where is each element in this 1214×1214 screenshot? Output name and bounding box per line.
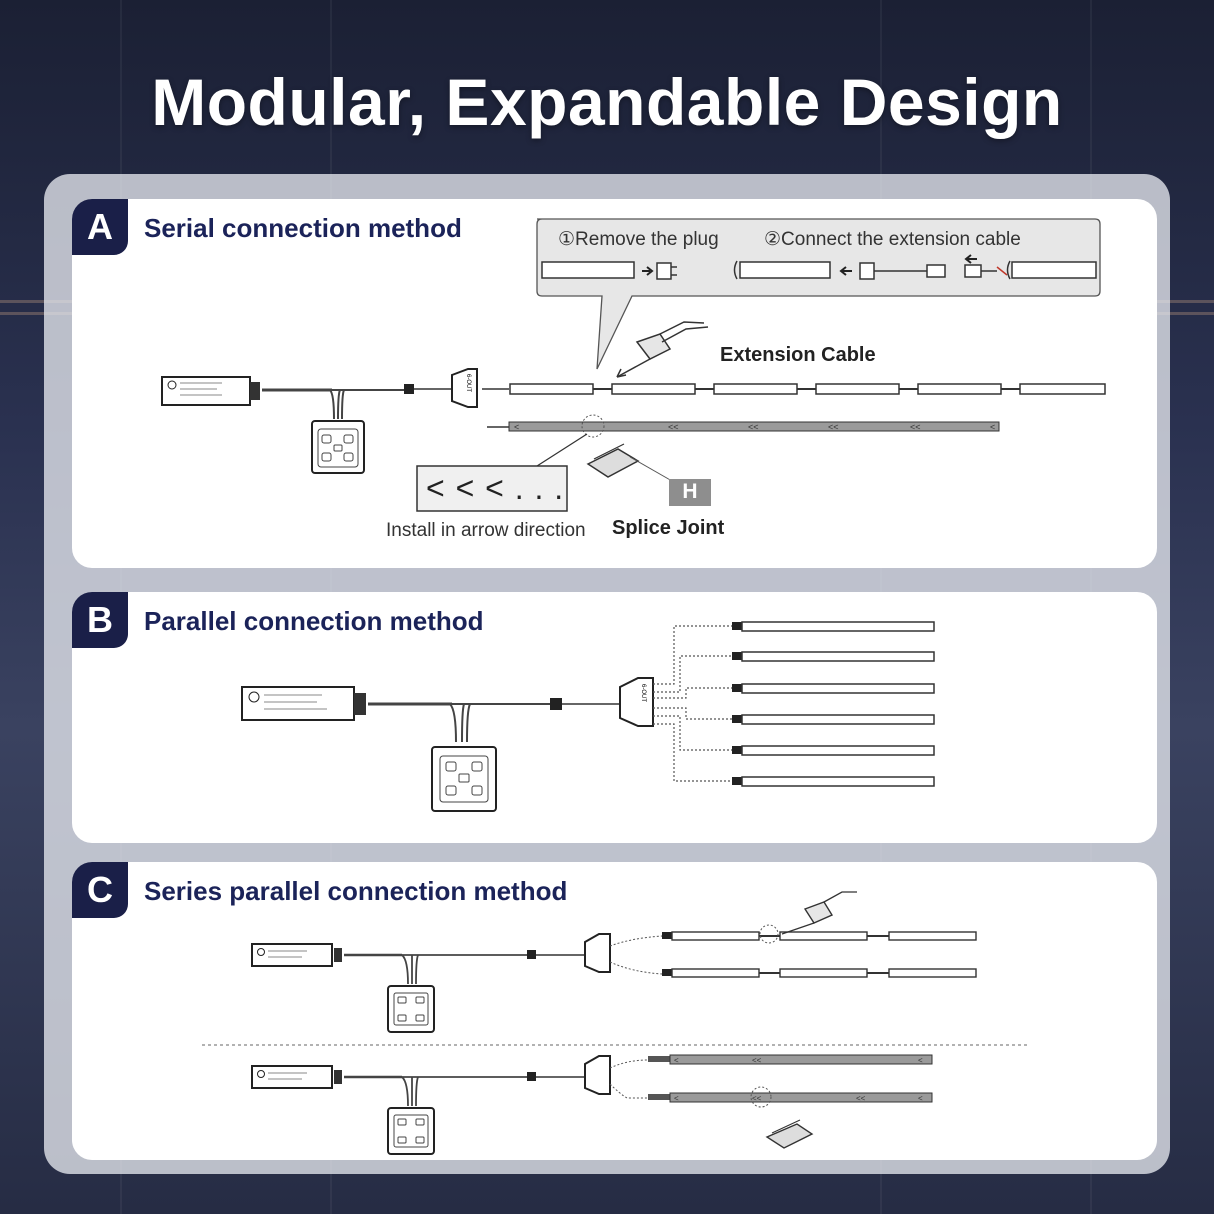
svg-text:<<: <<	[910, 422, 921, 432]
splice-joint-c	[765, 1123, 814, 1149]
svg-text:<<: <<	[668, 422, 679, 432]
power-supply	[161, 376, 251, 406]
cob-strip	[508, 421, 1000, 432]
extension-cable-plug-c	[803, 901, 834, 924]
extension-cable-plug	[635, 333, 672, 360]
arrow-direction-box	[416, 465, 568, 512]
svg-text:<<: <<	[856, 1094, 866, 1103]
panel-title-series-parallel: Series parallel connection method	[144, 876, 568, 906]
junction-box-upper	[584, 933, 611, 973]
power-supply-upper	[251, 943, 333, 967]
callout-plug-2	[859, 262, 875, 280]
svg-text:<: <	[918, 1094, 923, 1103]
panel-serial: A Serial connection method	[72, 199, 1157, 568]
install-direction-label: Install in arrow direction	[386, 520, 586, 541]
callout-strip-1	[541, 261, 635, 279]
callout-plug-1	[656, 262, 672, 280]
svg-text:<: <	[674, 1056, 679, 1065]
cob-strips-lower: < << < < << << <	[648, 1054, 933, 1103]
panel-badge-b: B	[72, 592, 128, 648]
step-connect-extension: ②Connect the extension cable	[764, 229, 1021, 250]
junction-box-lower	[584, 1055, 611, 1095]
junction-box	[619, 677, 654, 727]
svg-text:<: <	[674, 1094, 679, 1103]
svg-text:<<: <<	[748, 422, 759, 432]
panel-series-parallel: C Series parallel connection method	[72, 862, 1157, 1160]
svg-text:<: <	[990, 422, 995, 432]
splice-joint-label: Splice Joint	[612, 517, 725, 539]
callout-strip-2	[739, 261, 831, 279]
splice-joint	[586, 448, 640, 478]
power-supply	[241, 686, 355, 721]
series-parallel-diagram: < << < < << << <	[202, 891, 1027, 1155]
svg-text:<<: <<	[828, 422, 839, 432]
series-strips-upper	[662, 931, 977, 978]
svg-text:<<: <<	[752, 1094, 762, 1103]
arrow-direction-glyphs: < < < . . .	[426, 470, 565, 506]
svg-text:<<: <<	[752, 1056, 762, 1065]
h-tag-box	[669, 479, 711, 506]
junction-box	[451, 368, 478, 408]
serial-strip-row-1	[509, 383, 1106, 395]
panel-parallel: B Parallel connection method 6-OUT	[72, 592, 1157, 843]
step-remove-plug: ①Remove the plug	[558, 229, 719, 250]
svg-text:<: <	[918, 1056, 923, 1065]
svg-text:6-OUT: 6-OUT	[640, 684, 646, 702]
power-supply-lower	[251, 1065, 333, 1089]
svg-text:<: <	[514, 422, 519, 432]
page-title: Modular, Expandable Design	[151, 65, 1063, 139]
parallel-diagram: 6-OUT	[241, 621, 935, 812]
panel-title-parallel: Parallel connection method	[144, 606, 484, 636]
panel-badge-a: A	[72, 199, 128, 255]
panel-title-serial: Serial connection method	[144, 213, 462, 243]
callout-box	[536, 218, 1101, 370]
h-tag: H	[682, 480, 698, 503]
panel-badge-c: C	[72, 862, 128, 918]
parallel-strips	[732, 621, 935, 787]
callout-strip-3	[1011, 261, 1097, 279]
svg-text:6-OUT: 6-OUT	[465, 374, 471, 392]
serial-diagram: 6-OUT < << << << << <	[161, 218, 1106, 512]
extension-cable-label: Extension Cable	[720, 344, 876, 366]
